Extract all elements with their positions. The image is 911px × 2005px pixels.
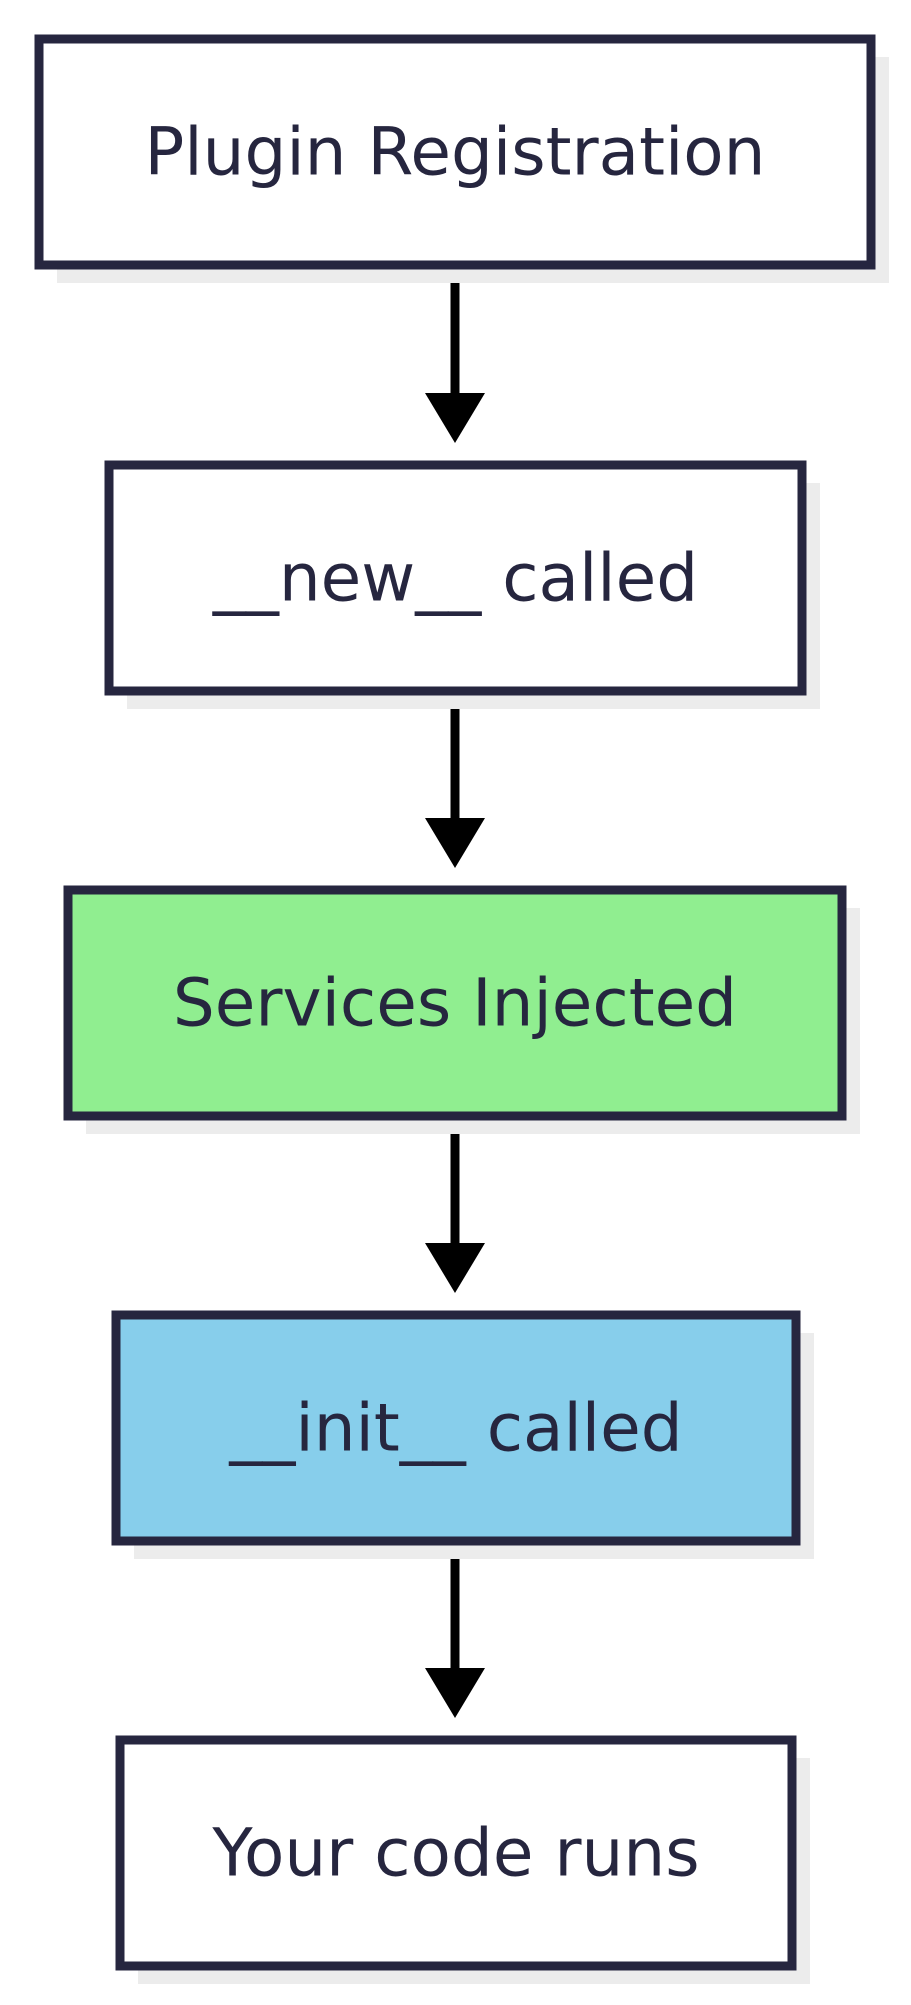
node-box [104,460,807,696]
arrow-head [425,393,485,443]
nodes-layer: Plugin Registration __new__ calledService… [34,34,889,1984]
node-services-injected: Services Injected [63,885,860,1134]
node-label: __new__ called [212,540,698,617]
node-label: __init__ called [228,1390,682,1467]
node-init-called: __init__ called [111,1310,814,1559]
edge-new-called-to-services-injected [425,695,485,868]
node-your-code-runs: Your code runs [115,1735,810,1984]
edge-plugin-registration-to-new-called [425,269,485,443]
node-label: Plugin Registration [144,114,765,191]
node-label: Your code runs [211,1815,699,1892]
node-box [63,885,847,1121]
edge-init-called-to-your-code-runs [425,1545,485,1718]
arrow-head [425,1243,485,1293]
arrow-head [425,1668,485,1718]
edges-layer [425,269,485,1718]
node-new-called: __new__ called [104,460,820,709]
node-box [34,34,876,270]
node-box [115,1735,797,1971]
node-box [111,1310,801,1546]
arrow-head [425,818,485,868]
node-label: Services Injected [173,965,737,1042]
node-plugin-registration: Plugin Registration [34,34,889,283]
edge-services-injected-to-init-called [425,1120,485,1293]
